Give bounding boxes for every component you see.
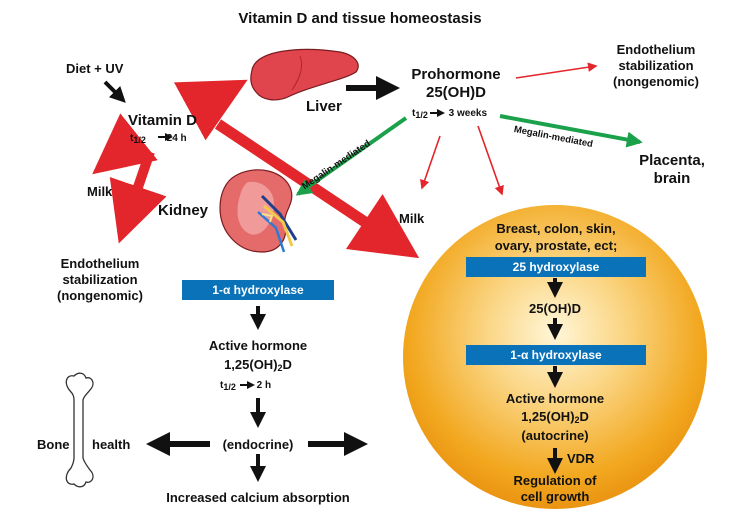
endothelium-top-line3: (nongenomic) (613, 74, 699, 89)
kidney-1a-hydroxylase-box: 1-α hydroxylase (182, 280, 334, 300)
arrow-pro-to-milk (420, 135, 441, 190)
endothelium-left-line2: stabilization (62, 272, 138, 287)
arrow-pro-to-endothelium (515, 62, 598, 79)
tissue-list-line1: Breast, colon, skin, (496, 221, 616, 236)
arrow-megalin-kidney (295, 116, 408, 196)
bone-label: Bone (37, 437, 70, 452)
calcium-absorption-label: Increased calcium absorption (166, 490, 350, 505)
arrow-vitd-to-tissue (214, 119, 420, 259)
vitamin-d-label: Vitamin D (128, 112, 197, 129)
diagram-title: Vitamin D and tissue homeostasis (238, 10, 482, 27)
placenta-line2: brain (653, 170, 691, 187)
endocrine-label: (endocrine) (222, 437, 294, 452)
tissue-25-hydroxylase-box: 25 hydroxylase (466, 257, 646, 277)
placenta-line1: Placenta, (639, 152, 705, 169)
liver-lobe-line (291, 55, 303, 91)
halflife-arrows (158, 109, 445, 389)
arrow-vitd-to-endothelium (109, 150, 167, 244)
bone-icon (65, 372, 94, 488)
tissue-25ohd-label: 25(OH)D (528, 301, 581, 316)
arrow-pro-to-tissue (477, 125, 504, 196)
milk-left-label: Milk (87, 184, 113, 199)
green-arrows (295, 114, 643, 196)
kidney-label: Kidney (158, 202, 209, 219)
kidney-active-hormone: Active hormone (208, 338, 308, 353)
prohormone-compound: 25(OH)D (425, 84, 486, 101)
endothelium-left-line1: Endothelium (60, 256, 140, 271)
black-arrows (103, 76, 563, 482)
milk-mid-label: Milk (399, 211, 425, 226)
red-arrows (92, 62, 598, 259)
autocrine-label: (autocrine) (521, 428, 589, 443)
liver-label: Liver (306, 98, 342, 115)
vdr-label: VDR (567, 451, 595, 466)
arrow-megalin-placenta (499, 114, 643, 148)
endothelium-top-line1: Endothelium (616, 42, 696, 57)
arrow-vitd-to-milk (92, 113, 158, 175)
regulation-line2: cell growth (520, 489, 590, 504)
arrow-diet-to-vitd (103, 80, 126, 103)
prohormone-label: Prohormone (411, 66, 501, 83)
endothelium-top-line2: stabilization (618, 58, 694, 73)
prohormone-halflife: t1/2 3 weeks (412, 108, 488, 120)
diet-uv-label: Diet + UV (66, 61, 124, 76)
tissue-1a-hydroxylase-box: 1-α hydroxylase (466, 345, 646, 365)
endothelium-left-line3: (nongenomic) (57, 288, 143, 303)
health-label: health (92, 437, 131, 452)
tissue-list-line2: ovary, prostate, ect; (494, 238, 618, 253)
tissue-active-compound: 1,25(OH)2D (521, 409, 589, 425)
vitamin-d-halflife: t1/2 24 h (130, 133, 187, 145)
arrow-vitd-to-liver (173, 79, 248, 141)
kidney-icon (219, 169, 298, 253)
kidney-active-compound: 1,25(OH)2D (224, 357, 292, 373)
tissue-active-hormone: Active hormone (505, 391, 605, 406)
liver-icon (250, 48, 359, 101)
regulation-line1: Regulation of (513, 473, 597, 488)
kidney-halflife: t1/2 2 h (220, 380, 272, 392)
